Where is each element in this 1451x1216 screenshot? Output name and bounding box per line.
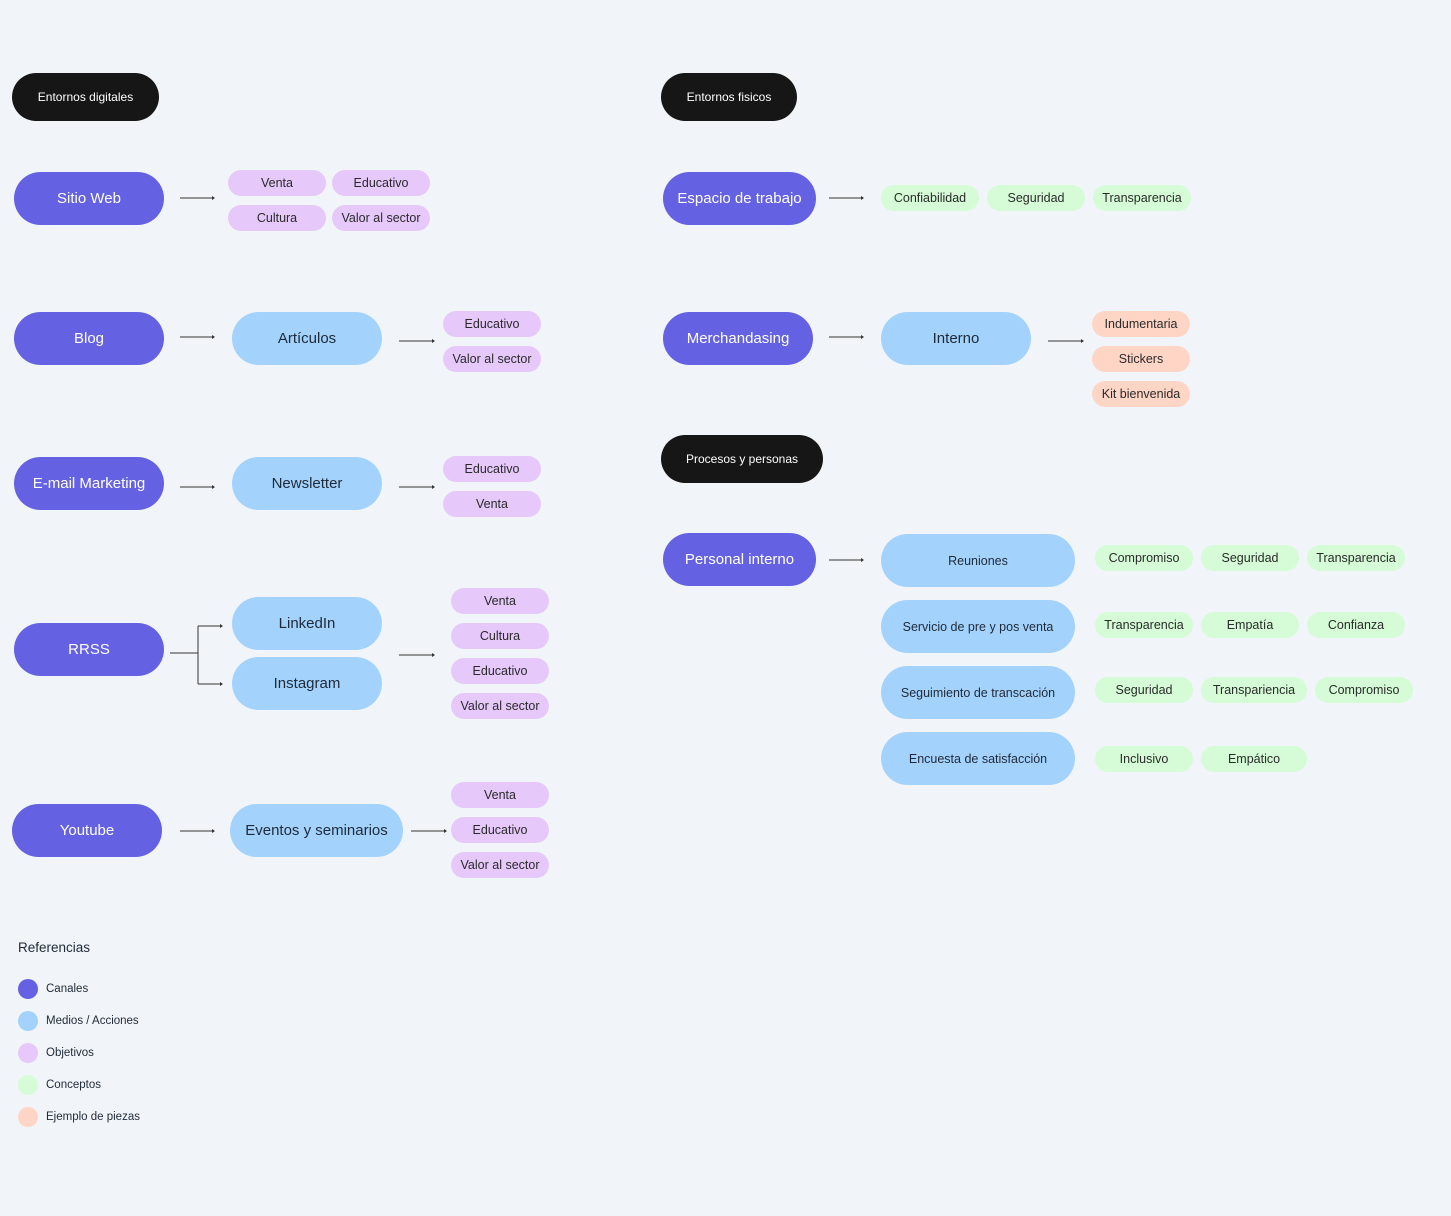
objetivo-tag: Educativo [451,658,549,684]
accion-servicio-pre-pos-venta: Servicio de pre y pos venta [881,600,1075,653]
concepto-tag: Inclusivo [1095,746,1193,772]
medio-newsletter: Newsletter [232,457,382,510]
legend-swatch [18,1075,38,1095]
medio-articulos: Artículos [232,312,382,365]
canal-blog: Blog [14,312,164,365]
concepto-tag: Transparencia [1095,612,1193,638]
canal-espacio-trabajo: Espacio de trabajo [663,172,816,225]
legend-label: Canales [46,983,89,995]
concepto-tag: Transparencia [1307,545,1405,571]
pieza-tag: Stickers [1092,346,1190,372]
medio-linkedin: LinkedIn [232,597,382,650]
pieza-tag: Kit bienvenida [1092,381,1190,407]
objetivo-tag: Educativo [443,311,541,337]
concepto-tag: Confiabilidad [881,185,979,211]
section-entornos-digitales: Entornos digitales [12,73,159,121]
accion-encuesta-satisfaccion: Encuesta de satisfacción [881,732,1075,785]
objetivo-tag: Valor al sector [451,693,549,719]
legend-label: Ejemplo de piezas [46,1111,140,1123]
pieza-tag: Indumentaria [1092,311,1190,337]
objetivo-tag: Venta [443,491,541,517]
section-entornos-fisicos: Entornos fisicos [661,73,797,121]
objetivo-tag: Cultura [451,623,549,649]
objetivo-tag: Valor al sector [332,205,430,231]
objetivo-tag: Educativo [451,817,549,843]
objetivo-tag: Venta [451,588,549,614]
accion-reuniones: Reuniones [881,534,1075,587]
legend-item-canales: Canales [18,979,88,999]
objetivo-tag: Educativo [443,456,541,482]
concepto-tag: Empático [1201,746,1307,772]
accion-seguimiento-transcacion: Seguimiento de transcación [881,666,1075,719]
canal-email-marketing: E-mail Marketing [14,457,164,510]
legend-label: Conceptos [46,1079,101,1091]
concepto-tag: Seguridad [987,185,1085,211]
legend-item-conceptos: Conceptos [18,1075,101,1095]
objetivo-tag: Cultura [228,205,326,231]
concepto-tag: Seguridad [1095,677,1193,703]
legend-label: Objetivos [46,1047,94,1059]
canal-rrss: RRSS [14,623,164,676]
canal-personal-interno: Personal interno [663,533,816,586]
concepto-tag: Compromiso [1095,545,1193,571]
objetivo-tag: Venta [451,782,549,808]
legend-item-piezas: Ejemplo de piezas [18,1107,140,1127]
concepto-tag: Empatía [1201,612,1299,638]
objetivo-tag: Valor al sector [451,852,549,878]
medio-interno: Interno [881,312,1031,365]
legend-swatch [18,1107,38,1127]
medio-eventos-seminarios: Eventos y seminarios [230,804,403,857]
legend-label: Medios / Acciones [46,1015,139,1027]
legend-item-objetivos: Objetivos [18,1043,94,1063]
legend-item-medios: Medios / Acciones [18,1011,139,1031]
legend-swatch [18,1043,38,1063]
concepto-tag: Confianza [1307,612,1405,638]
legend-swatch [18,979,38,999]
concepto-tag: Transpariencia [1201,677,1307,703]
medio-instagram: Instagram [232,657,382,710]
canal-sitio-web: Sitio Web [14,172,164,225]
concepto-tag: Compromiso [1315,677,1413,703]
canal-merchandasing: Merchandasing [663,312,813,365]
legend-swatch [18,1011,38,1031]
concepto-tag: Seguridad [1201,545,1299,571]
canal-youtube: Youtube [12,804,162,857]
objetivo-tag: Educativo [332,170,430,196]
legend-title: Referencias [18,940,91,955]
objetivo-tag: Venta [228,170,326,196]
concepto-tag: Transparencia [1093,185,1191,211]
section-procesos-personas: Procesos y personas [661,435,823,483]
objetivo-tag: Valor al sector [443,346,541,372]
